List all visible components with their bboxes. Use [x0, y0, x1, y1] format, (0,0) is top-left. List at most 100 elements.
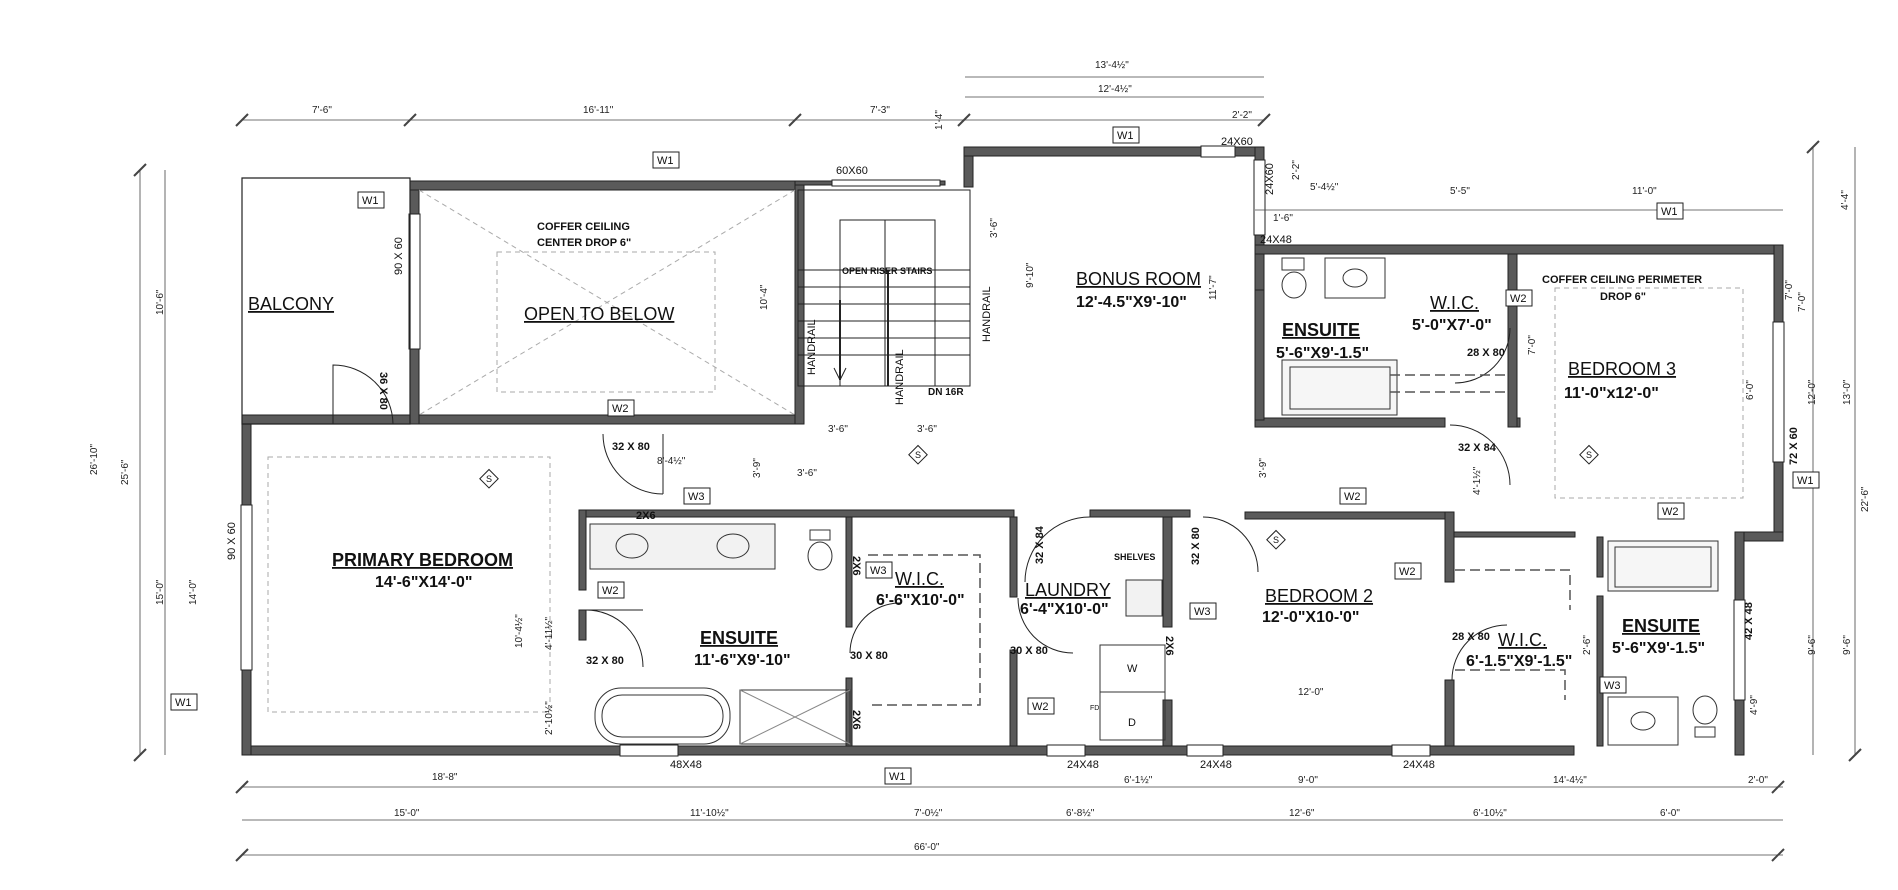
- dim-top-13: 1'-6": [1273, 213, 1293, 224]
- label-wic-top-size: 5'-0"X7'-0": [1412, 317, 1492, 334]
- label-dn: DN 16R: [928, 387, 964, 398]
- door-2x6-b: 2X6: [850, 556, 862, 576]
- tag-w2-6: W2: [1399, 566, 1416, 578]
- tag-w2-5: W2: [1032, 701, 1049, 713]
- dim-left-2: 25'-6": [120, 459, 131, 485]
- label-ensuite-b2: ENSUITE: [1622, 616, 1700, 636]
- dim-right-1: 7'-0": [1797, 292, 1808, 312]
- label-bedroom3-size: 11'-0"x12'-0": [1564, 385, 1659, 402]
- dim-inner-10: 3'-9": [1258, 458, 1269, 478]
- dim-inner-6: 3'-6": [917, 424, 937, 435]
- tag-w1-5: W1: [1117, 130, 1134, 142]
- smoke-label-3: S: [1273, 535, 1279, 545]
- dim-bottom-8: 7'-0½": [914, 808, 943, 819]
- door-32x80-a: 32 X 80: [612, 441, 650, 453]
- tag-w3-1: W3: [688, 491, 705, 503]
- dim-inner-4: 11'-7": [1208, 275, 1219, 300]
- dim-inner-15: 10'-4½": [514, 614, 525, 648]
- door-2x6-a: 2X6: [636, 510, 656, 522]
- dim-top-8: 2'-2": [1291, 160, 1302, 180]
- label-primary-bedroom: PRIMARY BEDROOM: [332, 550, 513, 570]
- dim-right-2: 12'-0": [1807, 379, 1818, 405]
- door-32x80-c: 32 X 80: [1190, 527, 1202, 565]
- label-bonus-room: BONUS ROOM: [1076, 269, 1201, 289]
- label-ensuite-top: ENSUITE: [1282, 320, 1360, 340]
- door-2x6-d: 2X6: [1163, 636, 1175, 656]
- label-laundry-size: 6'-4"X10'-0": [1020, 601, 1109, 618]
- label-fd: FD: [1090, 705, 1099, 712]
- dim-inner-7: 8'-4½": [657, 456, 686, 467]
- tag-w1-3: W1: [175, 697, 192, 709]
- label-coffer-1: COFFER CEILING: [537, 221, 630, 233]
- window-24x48-d: 24X48: [1403, 759, 1435, 771]
- door-28x80-b: 28 X 80: [1452, 631, 1490, 643]
- label-bedroom3: BEDROOM 3: [1568, 359, 1676, 379]
- door-36x80: 36 X 80: [377, 372, 389, 410]
- tag-w2-3: W2: [1344, 491, 1361, 503]
- label-handrail-3: HANDRAIL: [981, 286, 993, 342]
- tag-w1-1: W1: [657, 155, 674, 167]
- dim-bottom-2: 6'-1½": [1124, 775, 1153, 786]
- tag-w1-6: W1: [1661, 206, 1678, 218]
- dim-top-7: 1'-4": [934, 110, 945, 130]
- dim-inner-16: 4'-11½": [544, 616, 555, 650]
- label-primary-size: 14'-6"X14'-0": [375, 574, 473, 591]
- label-shelves: SHELVES: [1114, 552, 1155, 562]
- door-swings: [332, 327, 1511, 681]
- window-24x60-b: 24X60: [1264, 163, 1276, 195]
- tag-w1-2: W1: [362, 195, 379, 207]
- label-coffer-perimeter-1: COFFER CEILING PERIMETER: [1542, 274, 1702, 286]
- dim-inner-1: 3'-6": [989, 218, 1000, 238]
- label-bedroom2-size: 12'-0"X10-'0": [1262, 609, 1360, 626]
- window-90x60-a: 90 X 60: [393, 237, 405, 275]
- dim-inner-18: 2'-6": [1582, 635, 1593, 655]
- dim-inner-13: 4'-1½": [1472, 466, 1483, 495]
- label-laundry: LAUNDRY: [1025, 580, 1111, 600]
- label-ensuite-top-size: 5'-6"X9'-1.5": [1276, 345, 1369, 362]
- dim-inner-11: 7'-0": [1784, 280, 1795, 300]
- tag-w2-4: W2: [1662, 506, 1679, 518]
- dim-top-5: 12'-4½": [1098, 84, 1132, 95]
- dim-inner-19: 4'-9": [1749, 695, 1760, 715]
- closet-lines: [868, 374, 1571, 706]
- label-bedroom2: BEDROOM 2: [1265, 586, 1373, 606]
- dim-inner-20: 7'-0": [1527, 335, 1538, 355]
- dim-inner-3: 10'-4": [759, 284, 770, 310]
- door-32x84-a: 32 X 84: [1034, 525, 1046, 564]
- smoke-label-2: S: [915, 450, 921, 460]
- dim-bottom-13: 66'-0": [914, 842, 940, 853]
- dim-right-6: 9'-6": [1842, 635, 1853, 655]
- dim-top-9: 5'-4½": [1310, 182, 1339, 193]
- dim-inner-5: 3'-6": [828, 424, 848, 435]
- dim-left-4: 15'-0": [155, 579, 166, 605]
- window-90x60-b: 90 X 60: [226, 522, 238, 560]
- label-ensuite-main-size: 11'-6"X9'-10": [694, 652, 791, 669]
- dim-inner-12: 6'-0": [1745, 380, 1756, 400]
- dim-top-3: 7'-3": [870, 105, 890, 116]
- smoke-label-1: S: [486, 474, 492, 484]
- stairs: [797, 189, 971, 387]
- label-washer: W: [1127, 663, 1138, 675]
- window-24x60-a: 24X60: [1221, 136, 1253, 148]
- label-wic-b2: W.I.C.: [1498, 630, 1547, 650]
- dim-top-2: 16'-11": [583, 105, 614, 116]
- window-60x60: 60X60: [836, 165, 868, 177]
- dim-bottom-11: 6'-10½": [1473, 808, 1507, 819]
- window-48x48: 48X48: [670, 759, 702, 771]
- dim-top-4: 13'-4½": [1095, 60, 1129, 71]
- smoke-detectors: [479, 444, 1599, 550]
- label-dryer: D: [1128, 717, 1136, 729]
- dim-top-1: 7'-6": [312, 105, 332, 116]
- label-ensuite-main: ENSUITE: [700, 628, 778, 648]
- dim-right-3: 13'-0": [1842, 379, 1853, 405]
- dim-left-1: 26'-10": [89, 444, 100, 475]
- label-wic-b2-size: 6'-1.5"X9'-1.5": [1466, 653, 1572, 670]
- label-coffer-perimeter-2: DROP 6": [1600, 291, 1646, 303]
- label-wic-main-size: 6'-6"X10'-0": [876, 592, 965, 609]
- dim-bottom-4: 14'-4½": [1553, 775, 1587, 786]
- tag-w3-4: W3: [870, 565, 887, 577]
- dim-bottom-1: 18'-8": [432, 772, 458, 783]
- dim-inner-9: 3'-6": [797, 468, 817, 479]
- ceiling-outlines: [267, 189, 1744, 713]
- label-stairs: OPEN RISER STAIRS: [842, 266, 932, 276]
